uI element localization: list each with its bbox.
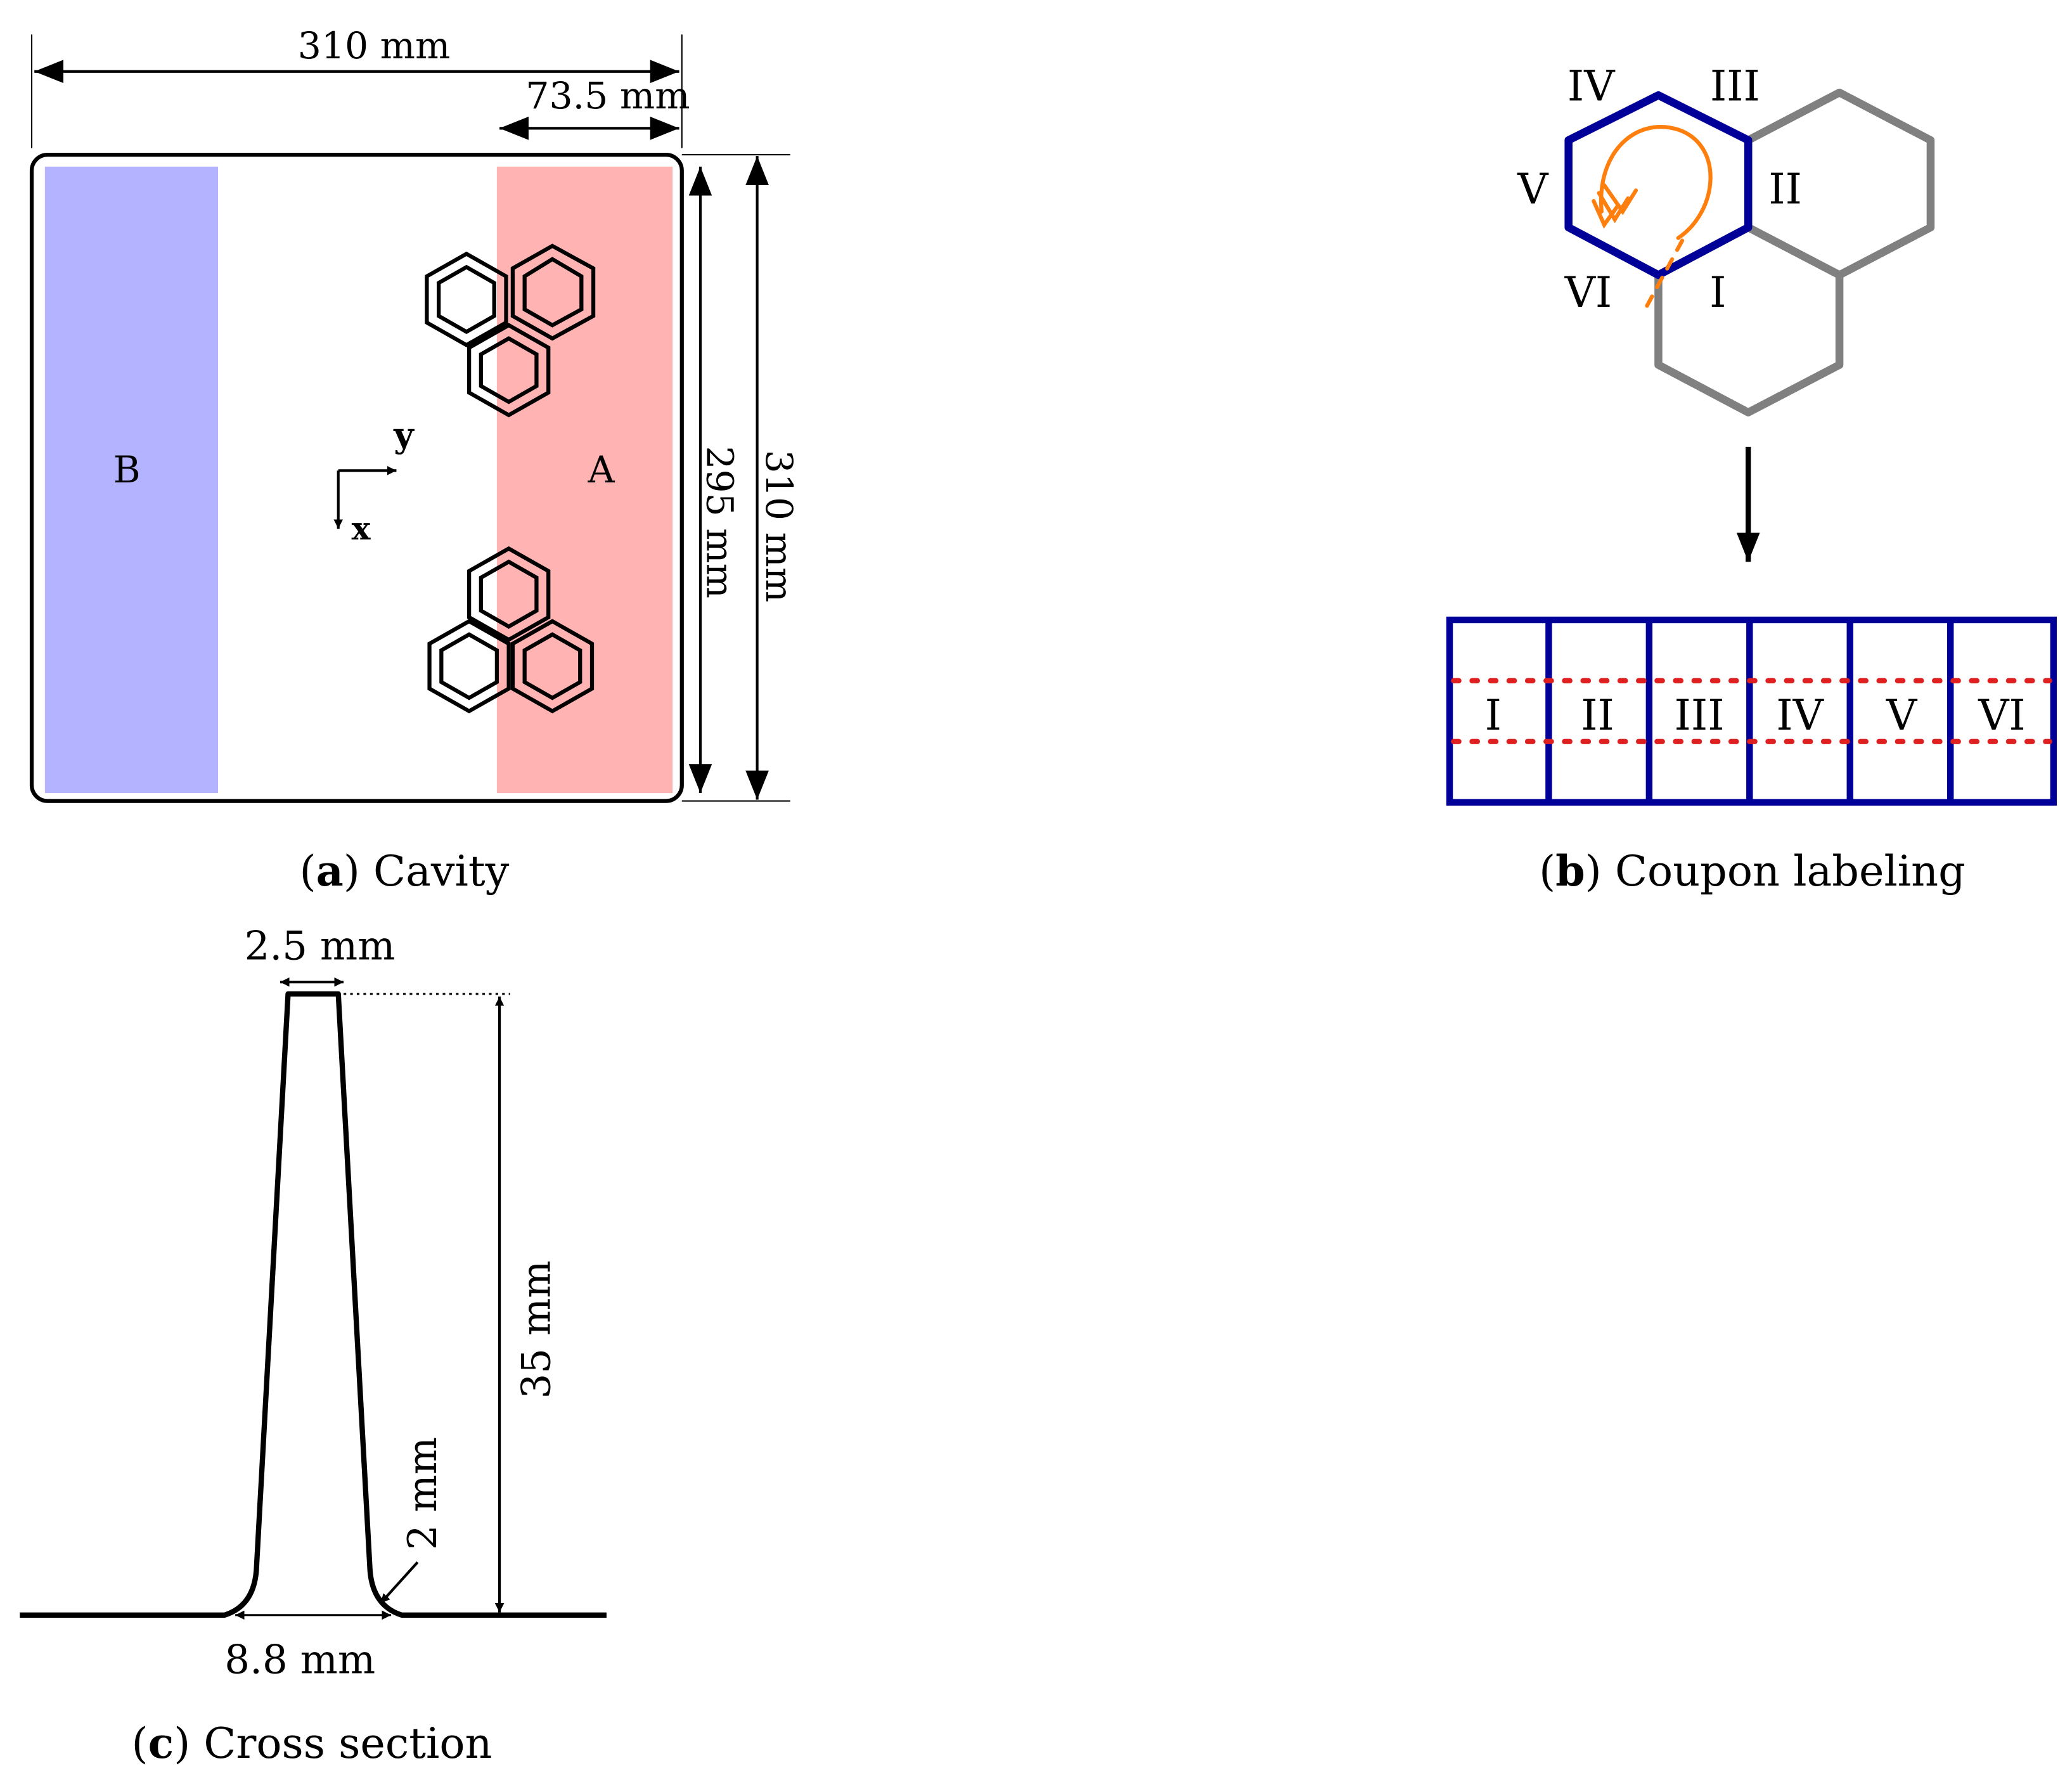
zone-b-label: B (113, 448, 141, 491)
dim-height-label: 35 mm (513, 1260, 559, 1398)
caption-a: (a) Cavity (300, 846, 510, 896)
hex-cell (522, 632, 582, 700)
dim-top-width-label: 2.5 mm (245, 923, 396, 969)
hex-label-vi: VI (1564, 268, 1612, 317)
coupon-label: III (1675, 690, 1725, 740)
caption-b: (b) Coupon labeling (1539, 846, 1966, 896)
rib-profile (20, 991, 607, 1618)
hex-cell (479, 559, 539, 629)
dim-inner-height-label: 295 mm (698, 446, 741, 598)
hex-cell (510, 619, 595, 714)
hex-cell (1654, 223, 1844, 416)
highlighted-hex (1564, 91, 1753, 280)
dim-total-height-label: 310 mm (757, 450, 801, 603)
hex-cell (467, 546, 551, 642)
panel-cross-section: 2.5 mm 35 mm 2 mm 8.8 mm (c) Cross secti… (20, 923, 607, 1768)
zone-a (496, 166, 673, 794)
coupon-label: II (1581, 690, 1614, 740)
hex-cell (425, 251, 508, 347)
hex-cell (439, 632, 499, 700)
honeycomb-lower (427, 546, 595, 714)
coupon-label: VI (1978, 690, 2026, 740)
coupon-label: IV (1776, 690, 1824, 740)
hex-label-iv: IV (1567, 61, 1616, 111)
hex-label-i: I (1709, 268, 1726, 317)
hex-cell (510, 243, 596, 341)
hex-cell (437, 264, 496, 335)
panel-cavity: 310 mm 73.5 mm B A (29, 24, 801, 896)
coupon-label: V (1886, 690, 1918, 740)
dim-base-width-label: 8.8 mm (224, 1637, 375, 1683)
dim-zone-width-label: 73.5 mm (525, 74, 690, 117)
axis-indicator (333, 466, 397, 529)
dim-total-width-label: 310 mm (298, 24, 451, 67)
coupon-label: I (1485, 690, 1502, 740)
hex-label-iii: III (1710, 61, 1760, 111)
zone-a-label: A (588, 448, 615, 491)
axis-y-label: y (393, 415, 415, 455)
zone-b (44, 166, 218, 794)
coupon-strip: I II III IV V VI (1446, 616, 2057, 806)
hex-cell (467, 323, 551, 418)
dim-radius-label: 2 mm (399, 1437, 446, 1550)
hex-label-ii: II (1768, 164, 1802, 214)
panel-coupon-labeling: IV III V II VI I I II III IV V VI (b) Co… (1446, 61, 2057, 896)
honeycomb-upper (425, 243, 596, 418)
axis-x-label: x (352, 510, 371, 547)
cutting-direction-arrow (1592, 125, 1713, 309)
hex-cell (522, 257, 584, 328)
hex-cell (479, 336, 539, 404)
caption-c: (c) Cross section (132, 1718, 492, 1768)
radius-leader (379, 1561, 419, 1604)
hex-cell (427, 619, 511, 714)
hex-label-v: V (1517, 164, 1549, 214)
